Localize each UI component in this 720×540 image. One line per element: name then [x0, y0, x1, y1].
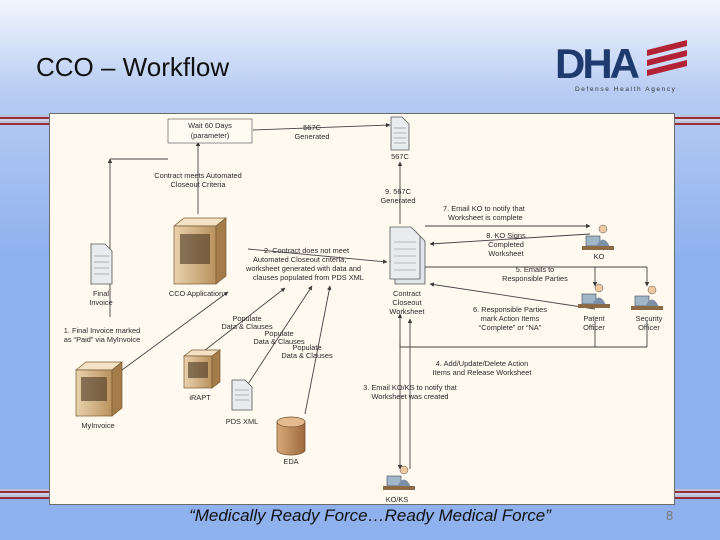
step9-line1: 9. 567C	[385, 187, 412, 196]
step6-line1: 6. Responsible Parties	[473, 305, 547, 314]
populate2-line1: Populate	[264, 329, 293, 338]
doc-567c-label: 567C	[391, 152, 409, 161]
step6-line3: “Complete” or “NA”	[479, 323, 542, 332]
eda-database-icon	[276, 416, 306, 456]
koks-label: KO/KS	[386, 495, 409, 504]
workflow-diagram: Wait 60 Days (parameter) 567C Generated …	[49, 113, 675, 505]
step4-line1: 4. Add/Update/Delete Action	[436, 359, 528, 368]
footer-slogan: “Medically Ready Force…Ready Medical For…	[189, 506, 551, 525]
patent-officer-icon	[578, 283, 610, 308]
step6-line2: mark Action Items	[481, 314, 540, 323]
step2-line3: worksheet generated with data and	[245, 264, 361, 273]
final-invoice-line1: Final	[93, 289, 109, 298]
step2-line1: 2. Contract does not meet	[264, 246, 349, 255]
step1-line2: as “Paid” via MyInvoice	[64, 335, 140, 344]
myinvoice-label: MyInvoice	[81, 421, 114, 430]
cco-server-icon	[173, 217, 227, 285]
patent-officer-line2: Officer	[583, 323, 605, 332]
cco-app-label: CCO Application	[169, 289, 223, 298]
step8-line3: Worksheet	[488, 249, 523, 258]
slide-title: CCO – Workflow	[36, 52, 230, 82]
worksheet-line2: Closeout	[392, 298, 421, 307]
security-officer-icon	[631, 285, 663, 310]
flow-arrows	[107, 122, 650, 470]
eda-label: EDA	[283, 457, 298, 466]
ko-person-icon	[582, 224, 614, 250]
generated-567c-line1: 567C	[303, 123, 321, 132]
worksheet-line1: Contract	[393, 289, 421, 298]
final-invoice-line2: Invoice	[89, 298, 112, 307]
step3-line1: 3. Email KO/KS to notify that	[363, 383, 457, 392]
step7-line1: 7. Email KO to notify that	[443, 204, 525, 213]
step9-line2: Generated	[381, 196, 416, 205]
patent-officer-line1: Patent	[583, 314, 604, 323]
worksheet-line3: Worksheet	[389, 307, 424, 316]
567c-document-icon	[390, 116, 410, 151]
pds-xml-document-icon	[231, 379, 253, 411]
step2-line2: Automated Closeout criteria,	[253, 255, 346, 264]
step1-line1: 1. Final Invoice marked	[64, 326, 140, 335]
wait-box-line2: (parameter)	[191, 131, 230, 140]
worksheet-document-icon	[389, 226, 426, 285]
page-number: 8	[666, 508, 674, 523]
security-officer-line2: Officer	[638, 323, 660, 332]
step2-line4: clauses populated from PDS XML	[253, 273, 364, 282]
step3-line2: Worksheet was created	[371, 392, 448, 401]
step4-line2: Items and Release Worksheet	[433, 368, 532, 377]
wait-box-line1: Wait 60 Days	[188, 121, 232, 130]
step5-line2: Responsible Parties	[502, 274, 568, 283]
logo-text: DHA	[555, 40, 640, 87]
populate1-line1: Populate	[232, 314, 261, 323]
final-invoice-document-icon	[90, 243, 113, 285]
dha-logo: DHA Defense Health Agency	[555, 38, 690, 96]
wait-box	[167, 118, 253, 144]
irapt-label: iRAPT	[189, 393, 211, 402]
step7-line2: Worksheet is complete	[448, 213, 523, 222]
step8-line2: Completed	[488, 240, 524, 249]
flag-icon	[647, 40, 687, 76]
ko-label: KO	[594, 252, 605, 261]
populate1-line2: Data & Clauses	[221, 322, 273, 331]
generated-567c-line2: Generated	[295, 132, 330, 141]
pds-xml-label: PDS XML	[226, 417, 258, 426]
logo-tagline: Defense Health Agency	[575, 86, 677, 93]
myinvoice-server-icon	[75, 361, 123, 417]
automated-line2: Closeout Criteria	[170, 180, 226, 189]
automated-line1: Contract meets Automated	[154, 171, 242, 180]
populate2-line2: Data & Clauses	[253, 337, 305, 346]
populate3-line2: Data & Clauses	[281, 351, 333, 360]
koks-person-icon	[383, 465, 415, 490]
step5-line1: 5. Emails to	[516, 265, 555, 274]
populate3-line1: Populate	[292, 343, 321, 352]
security-officer-line1: Security	[636, 314, 663, 323]
irapt-server-icon	[182, 349, 222, 389]
step8-line1: 8. KO Signs	[486, 231, 526, 240]
